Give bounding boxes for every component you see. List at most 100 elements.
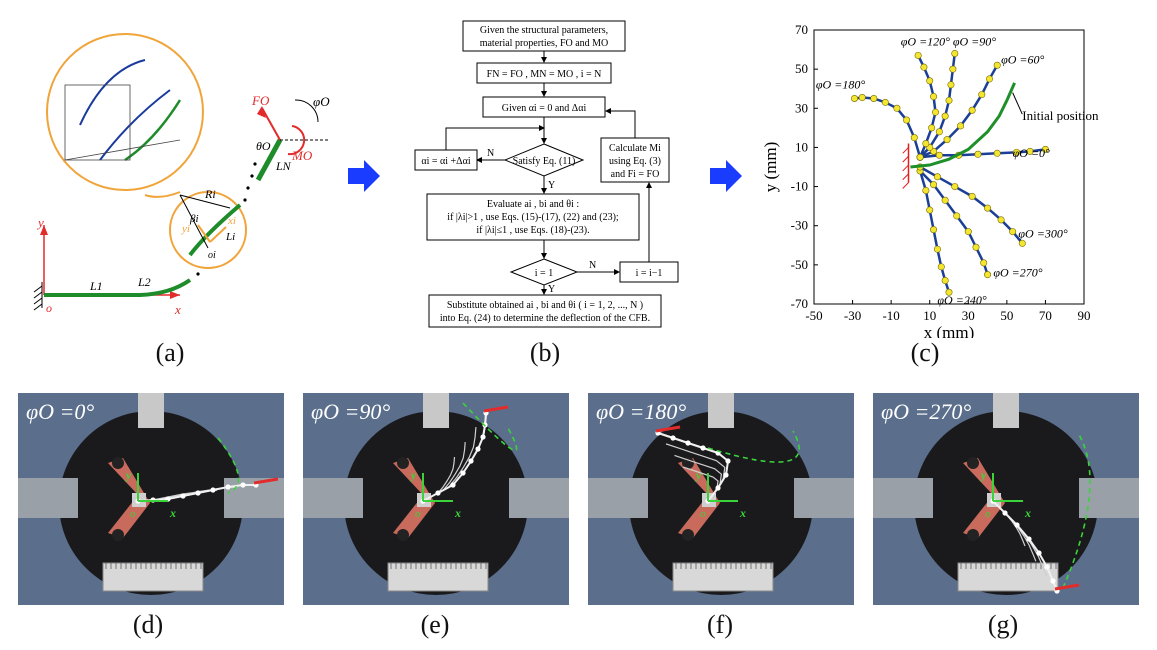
fc-evaluate bbox=[426, 193, 640, 241]
fc-label-y2: Y bbox=[548, 284, 555, 295]
geometry-box bbox=[64, 84, 131, 161]
fc-decrement-text: i = i−1 bbox=[636, 268, 663, 279]
fc-step2-text: FN = FO , MN = MO , i = N bbox=[487, 69, 602, 80]
radius-line-2 bbox=[179, 194, 231, 209]
fc-decision1-text: Satisfy Eq. (11) bbox=[513, 156, 576, 167]
ruler bbox=[102, 562, 204, 592]
holder-hole bbox=[682, 457, 694, 469]
label-LN: LN bbox=[275, 159, 292, 173]
top-clamp bbox=[708, 393, 734, 428]
predicted-point bbox=[460, 470, 466, 476]
fc-calculate-line1: Calculate Mi bbox=[609, 143, 661, 154]
left-clamp bbox=[588, 478, 648, 518]
label-MO: MO bbox=[291, 148, 313, 163]
label-yi: yi bbox=[181, 223, 190, 235]
y-axis-arrow bbox=[40, 225, 48, 235]
photo-title: φO =0° bbox=[26, 399, 94, 424]
photo-x-label: x bbox=[454, 506, 461, 520]
rotary-stage bbox=[59, 411, 243, 595]
y-tick-label: -10 bbox=[791, 179, 808, 194]
y-tick-label: -70 bbox=[791, 296, 808, 311]
fc-label-n2: N bbox=[589, 260, 596, 271]
fc-decision2-text: i = 1 bbox=[535, 268, 553, 279]
predicted-point bbox=[195, 490, 201, 496]
label-Li: Li bbox=[225, 231, 235, 243]
predicted-point bbox=[435, 490, 441, 496]
predicted-point bbox=[725, 458, 731, 464]
predicted-point bbox=[1044, 564, 1050, 570]
photo-title: φO =270° bbox=[881, 399, 971, 424]
predicted-point bbox=[475, 446, 481, 452]
data-point bbox=[978, 91, 986, 99]
data-point bbox=[910, 134, 918, 142]
fixed-support-hatch bbox=[902, 155, 909, 163]
label-L2: L2 bbox=[137, 275, 151, 289]
label-oi: oi bbox=[208, 250, 216, 261]
photo-y-label: y bbox=[409, 468, 417, 482]
fc-label-y1: Y bbox=[548, 180, 555, 191]
data-point bbox=[916, 153, 924, 161]
data-point bbox=[893, 104, 901, 112]
data-point bbox=[957, 122, 965, 130]
geometry-line bbox=[64, 139, 181, 161]
fixed-support-hatch bbox=[902, 173, 909, 181]
data-point bbox=[968, 106, 976, 114]
fc-final-line2: into Eq. (24) to determine the deflectio… bbox=[440, 313, 650, 324]
moment-arrow bbox=[287, 125, 306, 156]
radius-line bbox=[179, 194, 209, 249]
data-point bbox=[851, 95, 859, 103]
panel-label-a: (a) bbox=[155, 338, 185, 367]
fixed-support-hatch bbox=[902, 147, 909, 154]
data-point bbox=[1013, 148, 1021, 156]
rotary-stage bbox=[344, 411, 528, 595]
data-point bbox=[941, 112, 949, 120]
data-point bbox=[903, 116, 911, 124]
predicted-point bbox=[1014, 522, 1020, 528]
panel-label-c: (c) bbox=[910, 338, 940, 367]
dotted-path bbox=[196, 162, 257, 276]
predicted-point bbox=[1002, 510, 1008, 516]
ruler bbox=[957, 562, 1059, 592]
predicted-point bbox=[480, 434, 486, 440]
data-point bbox=[1009, 228, 1017, 236]
series-label: φO =60° bbox=[1001, 52, 1044, 66]
deformed-curve-blue bbox=[79, 59, 171, 161]
element-segment bbox=[188, 203, 242, 257]
y-tick-label: -50 bbox=[791, 257, 808, 272]
predicted-point bbox=[1050, 578, 1056, 584]
force-arrow bbox=[655, 425, 681, 433]
data-point bbox=[858, 94, 866, 102]
ruler bbox=[387, 562, 489, 592]
fc-calculate-line3: and Fi = FO bbox=[611, 169, 660, 180]
label-beta: βi bbox=[189, 213, 199, 225]
data-point bbox=[951, 183, 959, 191]
fc-step1 bbox=[462, 20, 626, 52]
data-point bbox=[928, 124, 936, 132]
trajectory-arc bbox=[217, 437, 240, 494]
panel-label-f: (f) bbox=[707, 610, 733, 639]
fixed-support bbox=[33, 282, 43, 311]
data-point bbox=[951, 49, 959, 57]
photo-x-label: x bbox=[1024, 506, 1031, 520]
label-phiO: φO bbox=[313, 94, 330, 109]
force-arrow bbox=[1054, 583, 1080, 591]
photo-title: φO =180° bbox=[596, 399, 686, 424]
end-beam bbox=[255, 138, 283, 182]
y-tick-label: 70 bbox=[795, 22, 808, 37]
data-point bbox=[993, 61, 1001, 69]
fc-evaluate-line1: Evaluate ai , bi and θi : bbox=[487, 199, 579, 210]
data-point bbox=[926, 77, 934, 85]
data-point bbox=[933, 245, 941, 253]
initial-position-label: Initial position bbox=[1022, 108, 1099, 123]
label-origin: o bbox=[46, 301, 52, 315]
zoom-connector bbox=[144, 191, 181, 198]
series-label: φO =90° bbox=[953, 35, 996, 49]
x-tick-label: 70 bbox=[1039, 308, 1052, 323]
data-point bbox=[974, 150, 982, 158]
series-label: φO =0° bbox=[1013, 146, 1050, 160]
rotary-stage bbox=[629, 411, 813, 595]
predicted-point bbox=[468, 458, 474, 464]
data-point bbox=[922, 140, 930, 148]
